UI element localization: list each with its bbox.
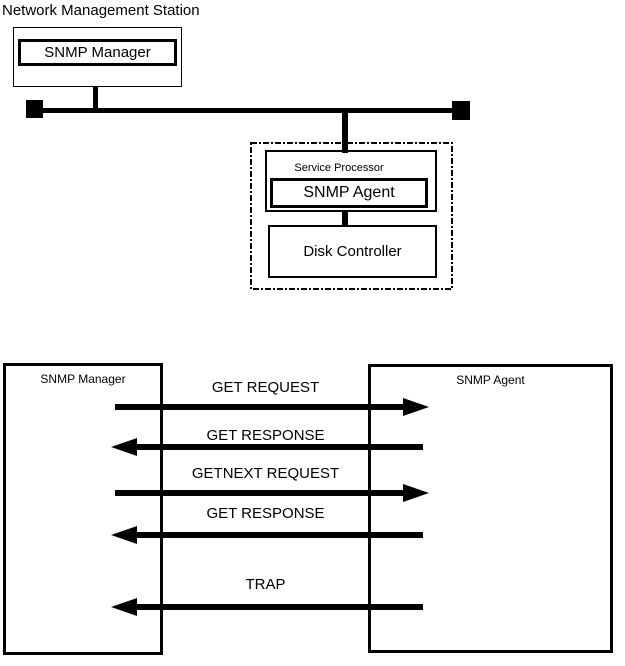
message-label-get-request: GET REQUEST [211,379,320,396]
snmp-agent-box: SNMP Agent [270,178,428,208]
message-label-getnext-request: GETNEXT REQUEST [191,465,340,482]
sequence-agent-label: SNMP Agent [456,373,525,387]
diagram-title: Network Management Station [2,2,200,19]
sequence-manager-box: SNMP Manager [3,363,163,655]
manager-drop-line [93,86,98,109]
snmp-manager-label: SNMP Manager [44,44,151,61]
disk-controller-box: Disk Controller [268,225,437,278]
message-label-get-response-2: GET RESPONSE [206,505,325,522]
sequence-manager-label: SNMP Manager [40,372,126,386]
device-drop-line [342,112,348,153]
message-label-get-response-1: GET RESPONSE [206,427,325,444]
bus-terminator-left-icon [26,100,43,118]
sequence-agent-box: SNMP Agent [368,364,613,653]
message-label-trap: TRAP [245,576,286,593]
network-bus-line [30,108,462,113]
bus-terminator-right-icon [452,101,470,120]
snmp-agent-label: SNMP Agent [303,184,395,201]
service-processor-label: Service Processor [294,162,384,174]
agent-disk-link-line [342,210,348,226]
disk-controller-label: Disk Controller [303,243,402,260]
snmp-manager-box: SNMP Manager [18,39,177,66]
